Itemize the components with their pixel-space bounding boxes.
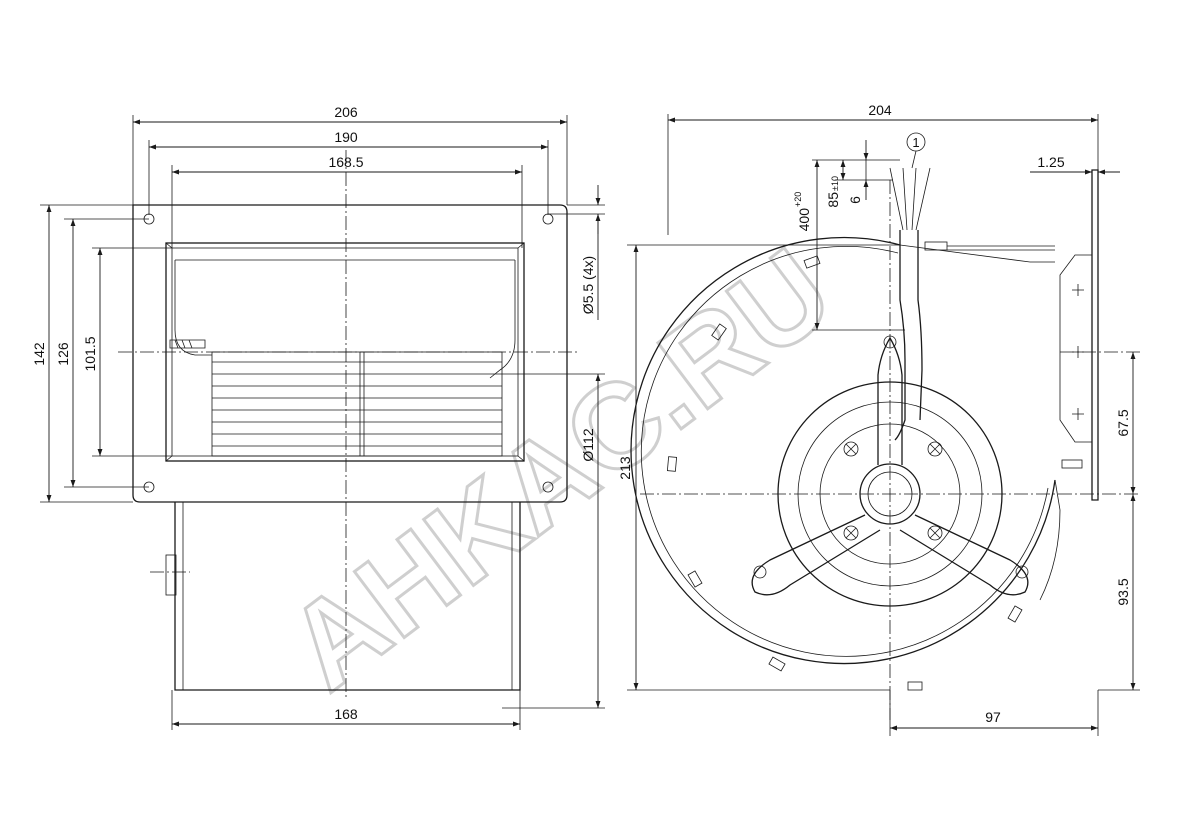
mount-arm-right xyxy=(899,514,1029,596)
arm-hole-icon xyxy=(1015,565,1029,579)
dim-400: 400 xyxy=(796,208,812,232)
mount-arm-left xyxy=(751,514,881,596)
bolt-icon xyxy=(927,525,943,541)
dim-outlet-dia: Ø112 xyxy=(580,428,596,461)
left-view: 206 190 168.5 168 142 126 101.5 Ø5.5 (4x… xyxy=(31,104,605,730)
volute-housing xyxy=(630,236,1056,665)
dim-67-5: 67.5 xyxy=(1115,409,1131,436)
dim-400-tol: +20 xyxy=(793,192,803,207)
dim-101-5: 101.5 xyxy=(82,336,98,371)
dim-85-tol: ±10 xyxy=(830,176,840,191)
dim-93-5: 93.5 xyxy=(1115,578,1131,605)
dim-204: 204 xyxy=(868,102,892,118)
fan-wheel xyxy=(211,351,503,457)
dim-126: 126 xyxy=(55,342,71,366)
dim-168: 168 xyxy=(334,706,358,722)
watermark: AHKAC.RU xyxy=(262,222,857,717)
dim-97: 97 xyxy=(985,709,1001,725)
flange-plate xyxy=(132,204,568,503)
dim-206: 206 xyxy=(334,104,358,120)
dim-hole-dia: Ø5.5 (4x) xyxy=(580,256,596,314)
svg-text:AHKAC.RU: AHKAC.RU xyxy=(264,223,856,715)
bolt-icon xyxy=(927,441,943,457)
mount-hole-icon xyxy=(542,213,554,225)
dim-142: 142 xyxy=(31,342,47,366)
mount-hole-icon xyxy=(542,481,554,493)
bolt-icon xyxy=(843,441,859,457)
wire-leads xyxy=(889,167,931,231)
right-view: 1 204 1.25 213 97 67.5 93.5 400 +20 85 ±… xyxy=(617,102,1140,736)
side-bracket xyxy=(1091,169,1099,501)
dim-168-5: 168.5 xyxy=(328,154,363,170)
callout-number: 1 xyxy=(912,135,919,150)
cable xyxy=(894,230,906,441)
screw-icon xyxy=(169,339,206,349)
dim-85: 85 xyxy=(825,192,841,208)
dim-213: 213 xyxy=(617,456,633,480)
motor-body xyxy=(174,502,521,691)
dim-6: 6 xyxy=(847,196,863,204)
dim-1-25: 1.25 xyxy=(1037,154,1064,170)
arm-hole-icon xyxy=(753,565,767,579)
dim-190: 190 xyxy=(334,129,358,145)
bolt-icon xyxy=(843,525,859,541)
